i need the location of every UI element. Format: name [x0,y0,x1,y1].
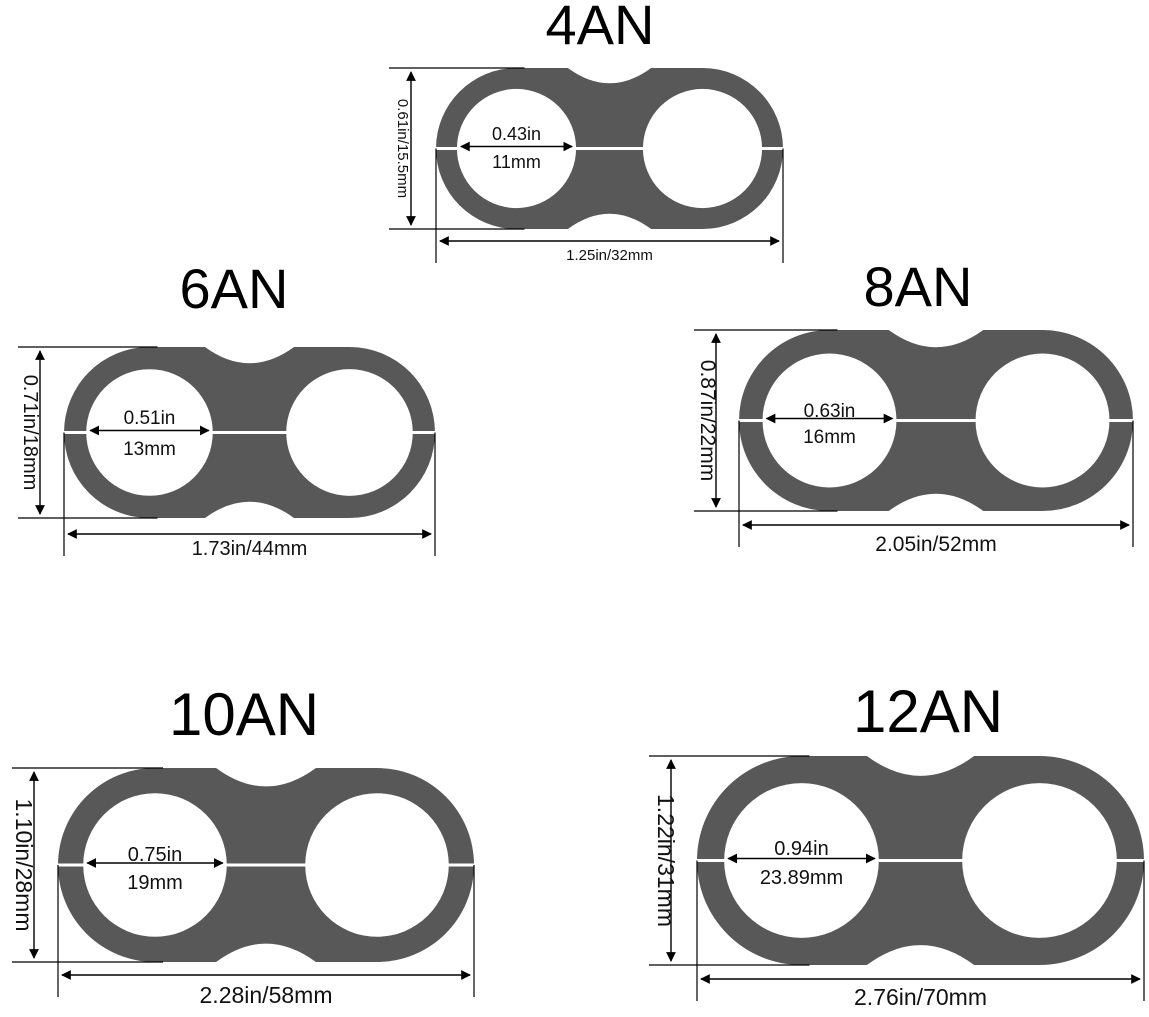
clamp-10an: 10AN 1.10in/28mm 2.28in/58mm 0.75in 19mm [11,681,475,1008]
height-label: 1.10in/28mm [11,799,37,932]
hole-size-mm: 23.89mm [760,867,843,889]
hole-size-inches: 0.63in [804,401,856,422]
width-label: 1.25in/32mm [566,247,653,264]
width-label: 2.28in/58mm [200,982,333,1008]
clamp-title: 12AN [853,678,1003,745]
height-label: 0.87in/22mm [696,360,719,481]
width-label: 2.05in/52mm [875,533,996,556]
hole-size-mm: 16mm [803,427,856,448]
hole-size-inches: 0.51in [124,408,176,429]
clamp-6an: 6AN 0.71in/18mm 1.73in/44mm 0.51in 13mm [18,257,436,560]
clamp-12an: 12AN 1.22in/31mm 2.76in/70mm 0.94in 23.89mm [649,678,1145,1010]
hole-size-mm: 13mm [123,439,176,460]
width-label: 1.73in/44mm [192,538,308,560]
clamp-8an: 8AN 0.87in/22mm 2.05in/52mm 0.63in 16mm [694,255,1134,556]
height-label: 0.71in/18mm [19,375,41,491]
clamp-4an: 4AN 0.61in/15.5mm 1.25in/32mm 0.43in 11mm [389,0,784,264]
hole-size-inches: 0.94in [774,838,829,860]
clamp-title: 4AN [546,0,655,56]
width-label: 2.76in/70mm [854,984,987,1010]
height-label: 1.22in/31mm [653,794,679,927]
clamp-title: 10AN [169,681,319,748]
hole-size-mm: 19mm [127,872,183,894]
hole-size-inches: 0.75in [128,844,183,866]
height-label: 0.61in/15.5mm [394,99,411,198]
hole-size-inches: 0.43in [492,124,541,144]
hole-size-mm: 11mm [492,152,541,172]
clamp-title: 8AN [864,255,973,318]
clamp-title: 6AN [180,257,289,320]
